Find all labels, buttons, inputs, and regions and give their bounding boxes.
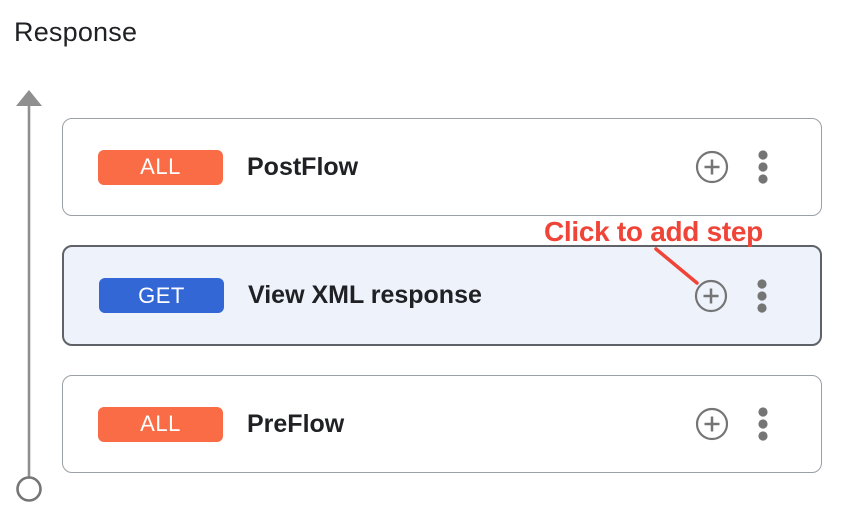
flow-card-preflow[interactable]: ALL PreFlow	[62, 375, 822, 473]
kebab-menu-icon	[758, 150, 768, 184]
card-actions	[695, 148, 769, 186]
circle-endpoint-icon	[16, 476, 42, 502]
more-options-button[interactable]	[757, 405, 769, 443]
card-actions	[694, 277, 768, 315]
plus-circle-icon	[695, 407, 729, 441]
method-badge: GET	[99, 278, 224, 313]
flow-direction-rail	[16, 90, 42, 502]
method-badge: ALL	[98, 406, 223, 442]
flow-card-postflow[interactable]: ALL PostFlow	[62, 118, 822, 216]
method-badge: ALL	[98, 149, 223, 185]
click-to-add-step-annotation: Click to add step	[544, 216, 763, 247]
page-title: Response	[14, 17, 138, 47]
kebab-menu-icon	[758, 407, 768, 441]
plus-circle-icon	[695, 150, 729, 184]
more-options-button[interactable]	[757, 148, 769, 186]
plus-circle-icon	[694, 279, 728, 312]
up-arrow-icon	[16, 90, 42, 477]
flow-card-label: PostFlow	[247, 152, 359, 181]
flow-card-label: PreFlow	[247, 409, 345, 438]
more-options-button[interactable]	[756, 277, 768, 315]
add-step-button[interactable]	[694, 279, 728, 313]
add-step-button[interactable]	[695, 150, 729, 184]
add-step-button[interactable]	[695, 407, 729, 441]
card-actions	[695, 405, 769, 443]
flow-card-label: View XML response	[248, 281, 482, 309]
flow-card-view-xml-response[interactable]: GET View XML response	[62, 245, 822, 346]
kebab-menu-icon	[757, 278, 767, 313]
